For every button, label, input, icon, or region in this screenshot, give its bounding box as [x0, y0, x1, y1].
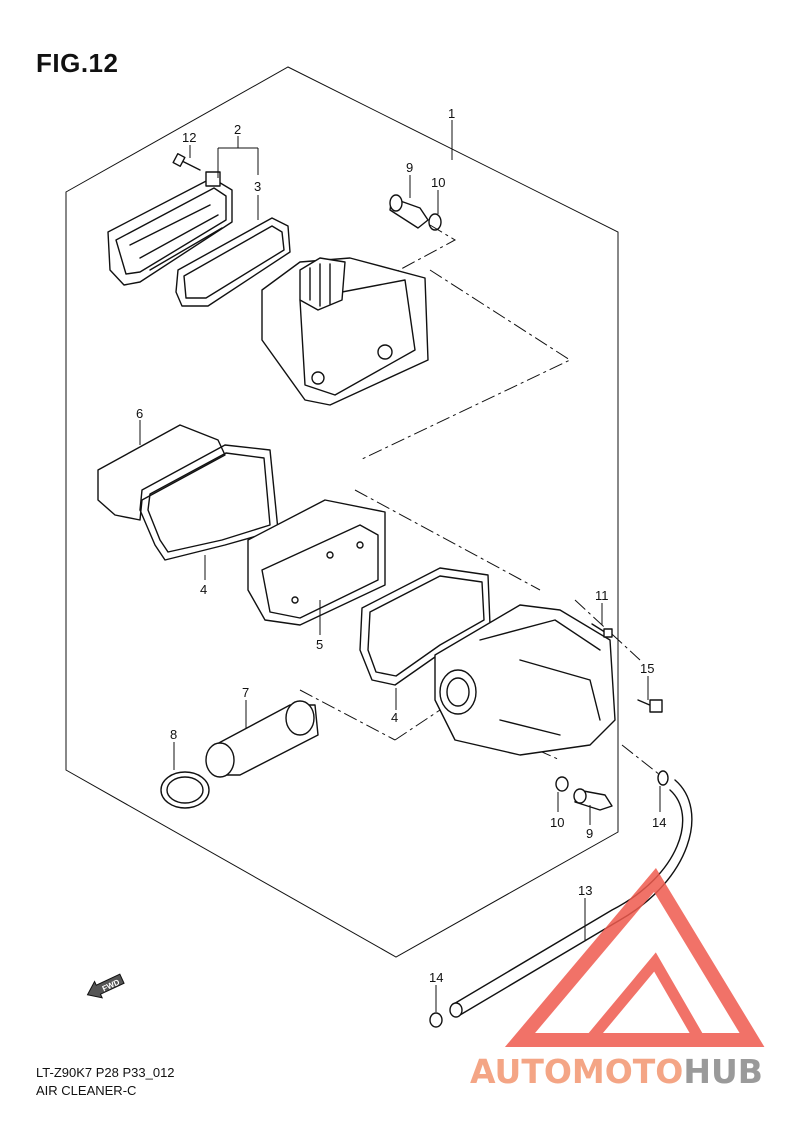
part-15-bolt [637, 699, 663, 713]
part-1-case-lower [434, 604, 616, 756]
part-10-clamp-lower [555, 776, 569, 792]
callout-4-upper: 4 [200, 582, 207, 597]
callout-14-lower: 14 [429, 970, 443, 985]
part-9-plug-lower [573, 788, 613, 811]
assembly-frame [65, 66, 619, 958]
part-1-case-upper [261, 257, 429, 406]
callout-9-lower: 9 [586, 826, 593, 841]
part-2-cap [107, 171, 233, 286]
callout-10-lower: 10 [550, 815, 564, 830]
watermark-logo-icon [504, 868, 765, 1047]
leader-lines [139, 120, 661, 1012]
model-code: LT-Z90K7 P28 P33_012 [36, 1065, 175, 1080]
part-9-plug-upper [389, 194, 429, 229]
footer-caption: LT-Z90K7 P28 P33_012 AIR CLEANER-C [36, 1064, 175, 1100]
callout-2: 2 [234, 122, 241, 137]
callout-8: 8 [170, 727, 177, 742]
part-14-clamp-upper [657, 770, 669, 786]
part-12-screw [172, 153, 201, 171]
callout-12: 12 [182, 130, 196, 145]
watermark-part2: HUB [683, 1052, 763, 1091]
part-4-gasket-upper [139, 444, 279, 561]
part-10-clamp-upper [428, 213, 442, 231]
watermark-brand: AUTOMOTOHUB [470, 1052, 763, 1091]
callout-15: 15 [640, 661, 654, 676]
part-8-clamp [160, 771, 210, 809]
fwd-label: FWD [101, 977, 122, 993]
callout-7: 7 [242, 685, 249, 700]
callout-14-upper: 14 [652, 815, 666, 830]
callout-13: 13 [578, 883, 592, 898]
callout-10-upper: 10 [431, 175, 445, 190]
part-14-clamp-lower [429, 1012, 443, 1028]
callout-11: 11 [595, 588, 609, 603]
callout-3: 3 [254, 179, 261, 194]
part-5-holder [247, 499, 386, 626]
watermark-part1: AUTOMOTO [470, 1052, 684, 1091]
hose-end [449, 1002, 463, 1018]
part-7-outlet-tube [205, 700, 319, 778]
figure-title: FIG.12 [36, 48, 119, 78]
callout-5: 5 [316, 637, 323, 652]
fwd-arrow-icon: FWD [86, 973, 125, 999]
section-name: AIR CLEANER-C [36, 1083, 137, 1098]
part-11-screw [591, 623, 613, 638]
callout-4-lower: 4 [391, 710, 398, 725]
callout-1: 1 [448, 106, 455, 121]
callout-9-upper: 9 [406, 160, 413, 175]
part-3-seal [175, 217, 291, 307]
part-6-element [97, 424, 226, 521]
callout-6: 6 [136, 406, 143, 421]
